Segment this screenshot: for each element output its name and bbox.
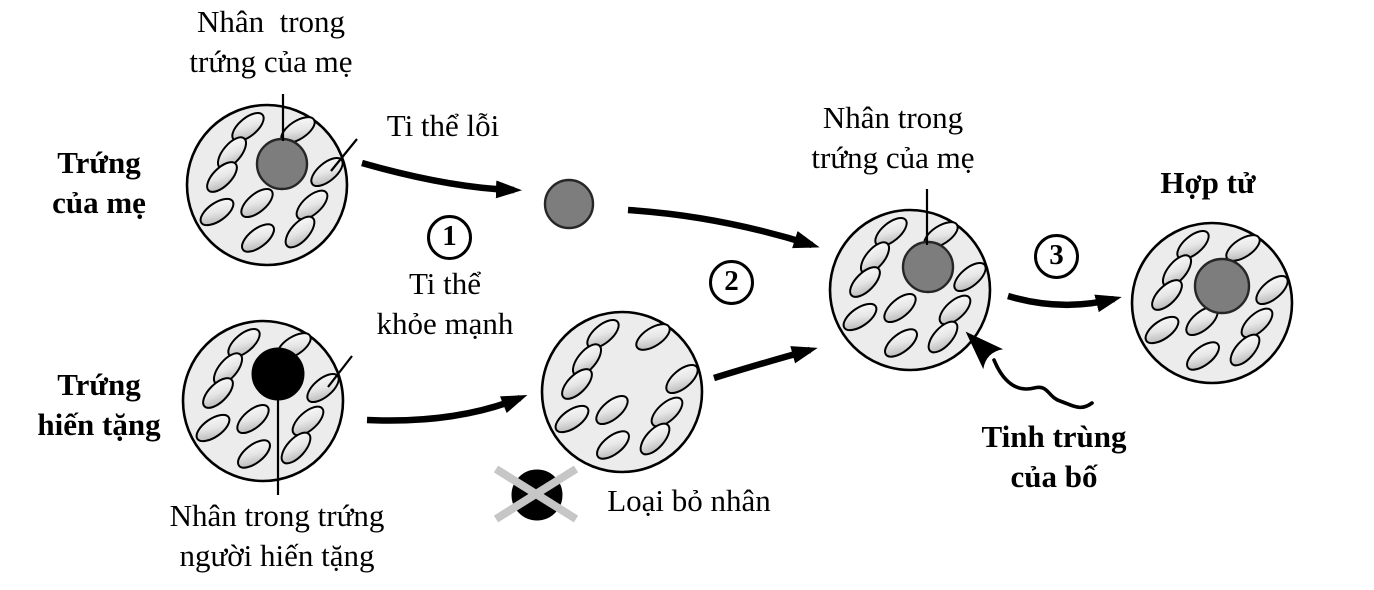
label-donor-egg: Trứng hiến tặng [37, 367, 161, 443]
fused-egg [828, 208, 992, 372]
mother-egg-nucleus [255, 137, 309, 191]
mitochondrion [650, 396, 684, 428]
mitochondrion [1144, 315, 1180, 345]
zygote-cell [1130, 221, 1294, 385]
mitochondrion [938, 294, 972, 326]
mitochondrion [596, 430, 630, 460]
donor-egg-nucleus [251, 347, 305, 401]
mitochondrion [927, 320, 959, 354]
mitochondrion [206, 161, 238, 193]
mitochondrion [295, 189, 329, 221]
sperm-tail [992, 358, 1094, 410]
fused-egg-nucleus [901, 240, 955, 294]
mitochondrion [883, 292, 917, 324]
enucleated-donor-egg [540, 310, 704, 474]
mitochondrion [635, 323, 671, 351]
mitochondrion [665, 363, 699, 395]
mitochondrion [202, 377, 234, 409]
mitochondrion [595, 394, 629, 426]
label-healthy-mitochondria: Ti thể khỏe mạnh [376, 266, 514, 342]
mitochondrion [639, 422, 671, 456]
removed-nucleus-icon [493, 465, 579, 523]
mother-egg-mitochondria [199, 111, 344, 253]
enucleated-egg-mitochondria [554, 318, 699, 460]
pointer-faulty-mitochondrion [330, 138, 358, 172]
arrow-donor-egg-enucleation [366, 394, 528, 424]
mitochondrion [284, 215, 316, 249]
label-faulty-mitochondria: Ti thể lỗi [386, 108, 500, 143]
extracted-nucleus [543, 178, 595, 230]
mitochondrion [236, 403, 270, 435]
mitochondrion [240, 187, 274, 219]
sperm-head [965, 331, 1004, 370]
mitochondrion [291, 405, 325, 437]
pointer-healthy-mitochondrion [327, 355, 353, 388]
arrow-nucleus-to-enucleated-egg [627, 206, 820, 249]
step-1-badge: 1 [427, 215, 472, 260]
mitochondrion [1229, 333, 1261, 367]
mitochondrion [561, 368, 593, 400]
mitochondrion [554, 404, 590, 434]
step-2-badge: 2 [709, 260, 754, 305]
label-remove-nucleus: Loại bỏ nhân [607, 483, 771, 518]
label-mother-egg: Trứng của mẹ [52, 145, 146, 221]
step-3-badge: 3 [1034, 234, 1079, 279]
mitochondrion [1186, 341, 1220, 371]
mitochondrion [842, 302, 878, 332]
mitochondrion [241, 223, 275, 253]
arrow-enucleated-egg-to-fusion [713, 346, 818, 382]
mitochondrion [237, 439, 271, 469]
mitochondrion [953, 261, 987, 293]
mitochondrion [280, 431, 312, 465]
label-father-sperm: Tinh trùng của bố [981, 419, 1127, 495]
mitochondrion [199, 197, 235, 227]
mitochondrion [849, 266, 881, 298]
arrow-fused-egg-to-zygote [1007, 292, 1122, 313]
mitochondrion [1255, 274, 1289, 306]
donor-egg [181, 319, 345, 483]
mitochondrion [884, 328, 918, 358]
arrow-mother-nucleus-out [361, 159, 522, 199]
mother-egg [185, 103, 349, 267]
label-fused-egg-nucleus: Nhân trong trứng của mẹ [811, 100, 975, 176]
mitochondrion [1240, 307, 1274, 339]
mitochondrion [1151, 279, 1183, 311]
label-mother-egg-nucleus: Nhân trong trứng của mẹ [189, 4, 353, 80]
fused-egg-mitochondria [842, 216, 987, 358]
zygote-mitochondria [1144, 229, 1289, 371]
mitochondrion [195, 413, 231, 443]
label-zygote: Hợp tử [1160, 165, 1256, 200]
label-donor-egg-nucleus: Nhân trong trứng người hiến tặng [169, 498, 385, 574]
sperm-icon [965, 331, 1094, 410]
cross-stroke [493, 465, 579, 523]
zygote-nucleus [1193, 257, 1251, 315]
